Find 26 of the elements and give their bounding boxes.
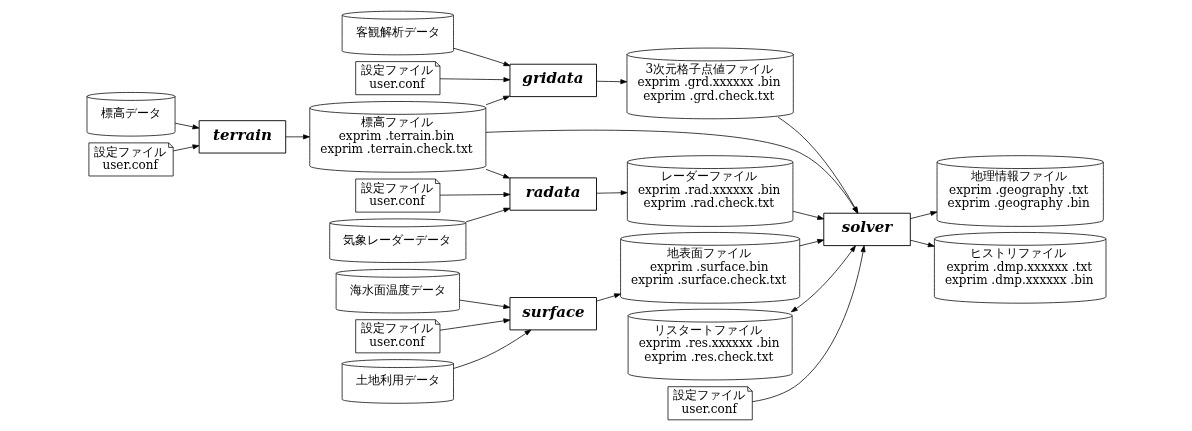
arrow <box>439 77 510 83</box>
arrow <box>172 144 199 152</box>
arrow <box>174 122 199 130</box>
arrow <box>790 245 856 313</box>
arrow <box>465 207 510 223</box>
arrow <box>909 239 935 248</box>
arrow <box>485 95 510 106</box>
arrow <box>595 190 627 196</box>
arrow <box>909 211 937 219</box>
arrow <box>284 134 310 140</box>
arrow <box>439 318 510 331</box>
arrow <box>595 293 621 302</box>
arrow <box>751 245 866 403</box>
node-box: surface <box>509 297 597 331</box>
arrow <box>485 169 510 179</box>
node-box: solver <box>822 212 911 247</box>
arrow <box>439 192 510 197</box>
arrow <box>458 299 510 310</box>
arrow <box>798 238 824 247</box>
node-box: radata <box>509 177 597 211</box>
arrow <box>595 79 627 85</box>
arrow <box>452 329 531 369</box>
arrow <box>452 47 510 67</box>
arrow <box>792 210 824 220</box>
node-box: gridata <box>509 63 597 98</box>
node-box: terrain <box>198 120 286 154</box>
